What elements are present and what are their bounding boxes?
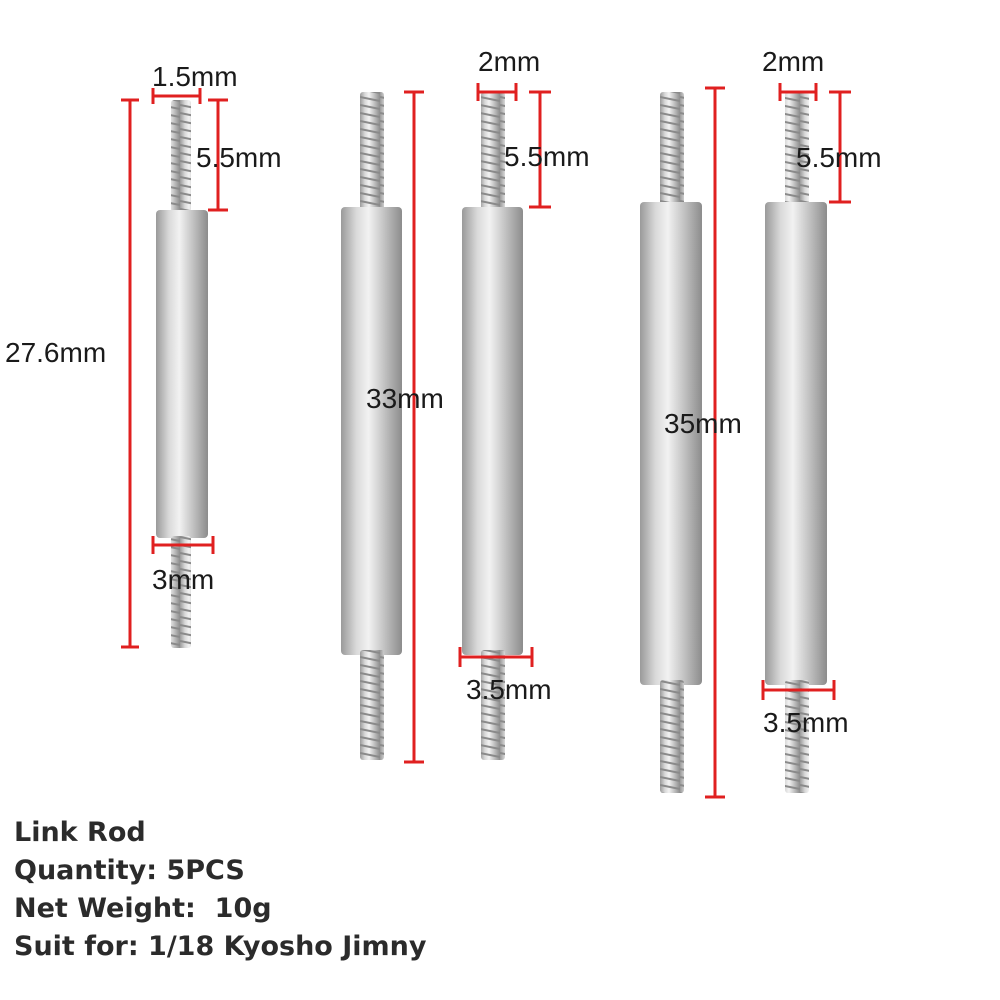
label-total-length-2: 33mm <box>366 383 444 414</box>
label-thread-diameter-2: 2mm <box>478 46 540 77</box>
spec-compatibility: Suit for: 1/18 Kyosho Jimny <box>14 931 427 962</box>
rod-long-1 <box>640 92 702 793</box>
rod-top-thread <box>360 92 384 212</box>
label-thread-length-3: 5.5mm <box>796 142 882 173</box>
label-body-diameter-1: 3mm <box>152 564 214 595</box>
product-illustration: 1.5mm 5.5mm 27.6mm 3mm 2mm 5.5mm 33mm 3.… <box>5 46 882 799</box>
spec-net-weight: Net Weight: 10g <box>14 893 272 924</box>
rod-body <box>640 202 702 685</box>
rod-bottom-thread <box>360 650 384 760</box>
label-thread-length-2: 5.5mm <box>504 141 590 172</box>
rod-top-thread <box>785 92 809 207</box>
rod-top-thread <box>481 92 505 212</box>
label-total-length-3: 35mm <box>664 408 742 439</box>
rod-bottom-thread <box>660 680 684 793</box>
rod-medium-2 <box>462 92 523 760</box>
rod-bottom-thread <box>785 680 809 793</box>
product-specs: Link Rod Quantity: 5PCS Net Weight: 10g … <box>14 814 427 966</box>
rod-long-2 <box>765 92 827 793</box>
rod-body <box>462 207 523 655</box>
spec-product-name: Link Rod <box>14 817 146 848</box>
label-thread-diameter-1: 1.5mm <box>152 61 238 92</box>
rod-body <box>341 207 402 655</box>
label-body-diameter-2: 3.5mm <box>466 674 552 705</box>
rod-bottom-thread <box>171 536 191 648</box>
label-body-diameter-3: 3.5mm <box>763 707 849 738</box>
dimension-lines <box>121 83 851 799</box>
rod-short <box>156 100 208 648</box>
rod-body <box>765 202 827 685</box>
label-thread-length-1: 5.5mm <box>196 142 282 173</box>
spec-quantity: Quantity: 5PCS <box>14 855 245 886</box>
rod-medium-1 <box>341 92 402 760</box>
rod-top-thread <box>171 100 191 212</box>
rod-body <box>156 210 208 538</box>
label-thread-diameter-3: 2mm <box>762 46 824 77</box>
rod-top-thread <box>660 92 684 207</box>
rod-bottom-thread <box>481 650 505 760</box>
label-total-length-1: 27.6mm <box>5 337 106 368</box>
